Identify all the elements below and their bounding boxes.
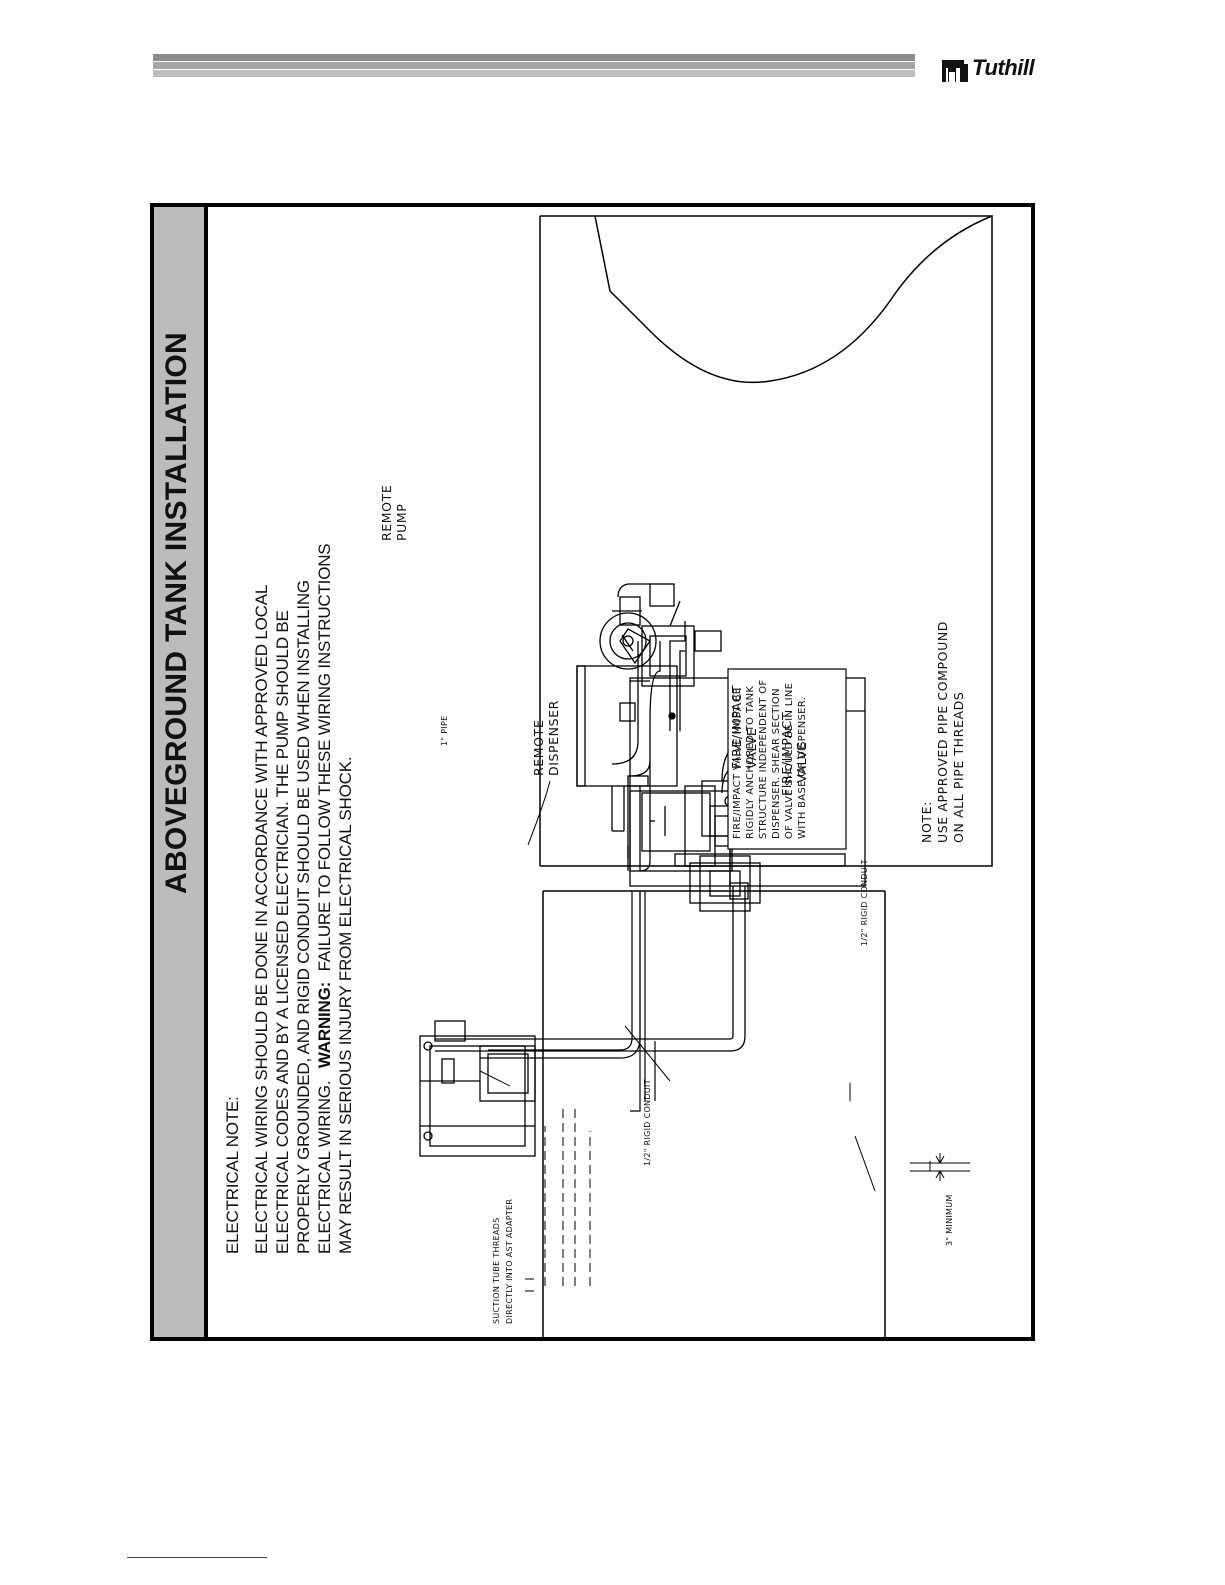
label-remote-dispenser-2: DISPENSER [546,700,561,776]
panel-title: ABOVEGROUND TANK INSTALLATION [160,331,193,894]
left-supply-pipe [435,882,749,1084]
electrical-note-line-4: ELECTRICAL WIRING. WARNING: FAILURE TO F… [314,544,335,1254]
note-heading: NOTE: [919,801,934,843]
left-conduit [480,891,656,1112]
remote-pump [599,583,722,687]
valve-note-line-2: RIGIDLY ANCHORED TO TANK [745,685,756,839]
minimum-dimension [910,1153,970,1181]
left-pump [419,1020,536,1157]
left-leaders [479,780,876,1192]
note-line-2: ON ALL PIPE THREADS [951,691,966,843]
header-decoration-bars [153,54,915,78]
valve-note-line-6: WITH BASE OF DISPENSER. [797,696,808,839]
note-line-1: USE APPROVED PIPE COMPOUND [935,620,950,843]
electrical-note-line-1: ELECTRICAL WIRING SHOULD BE DONE IN ACCO… [252,584,271,1254]
label-suction-2: DIRECTLY INTO AST ADAPTER [505,1198,514,1324]
warning-label: WARNING: [315,981,334,1069]
title-band [150,203,208,1341]
right-pump-to-tank [669,621,686,731]
label-1in-pipe: 1" PIPE [440,715,449,746]
valve-note-line-4: DISPENSER. SHEAR SECTION [771,688,782,839]
right-tank [539,214,993,867]
label-rigid-conduit-left: 1/2" RIGID CONDUIT [643,1079,652,1166]
tuthill-logo-icon [942,60,968,82]
label-remote-dispenser-1: REMOTE [531,719,546,776]
electrical-note-line-3: PROPERLY GROUNDED, AND RIGID CONDUIT SHO… [294,580,313,1254]
brand-name: Tuthill [972,55,1035,80]
suction-tube [525,1106,591,1292]
left-tank-outline [542,890,886,1341]
electrical-note-line-5: MAY RESULT IN SERIOUS INJURY FROM ELECTR… [336,756,355,1254]
brand-logo: Tuthill [940,54,1040,84]
valve-note-box [727,668,847,850]
installation-drawing [150,203,1035,1341]
left-fire-valve [689,855,761,912]
label-remote-pump-1: REMOTE [379,484,394,541]
warning-text: FAILURE TO FOLLOW THESE WIRING INSTRUCTI… [315,543,334,972]
label-three-minimum: 3" MINIMUM [945,1194,954,1246]
label-suction-1: SUCTION TUBE THREADS [492,1217,501,1324]
valve-note-line-1: FIRE/IMPACT VALVE MUST BE [732,687,743,839]
valve-note-line-3: STRUCTURE INDEPENDENT OF [758,679,769,839]
right-dispenser [576,628,678,787]
installation-panel: ABOVEGROUND TANK INSTALLATION ELECTRICAL… [150,203,1035,1341]
electrical-note-line-2: ELECTRICAL CODES AND BY A LICENSED ELECT… [273,610,292,1254]
footer-link-underline [127,1557,267,1558]
valve-note-line-5: OF VALVE SHOULD BE IN LINE [784,682,795,839]
right-supply-pipe [611,641,661,872]
label-rigid-conduit-right: 1/2" RIGID CONDUIT [860,859,869,946]
label-remote-pump-2: PUMP [394,503,409,541]
electrical-note-line-4-text: ELECTRICAL WIRING. [315,1080,334,1254]
electrical-note-heading: ELECTRICAL NOTE: [223,1096,242,1254]
